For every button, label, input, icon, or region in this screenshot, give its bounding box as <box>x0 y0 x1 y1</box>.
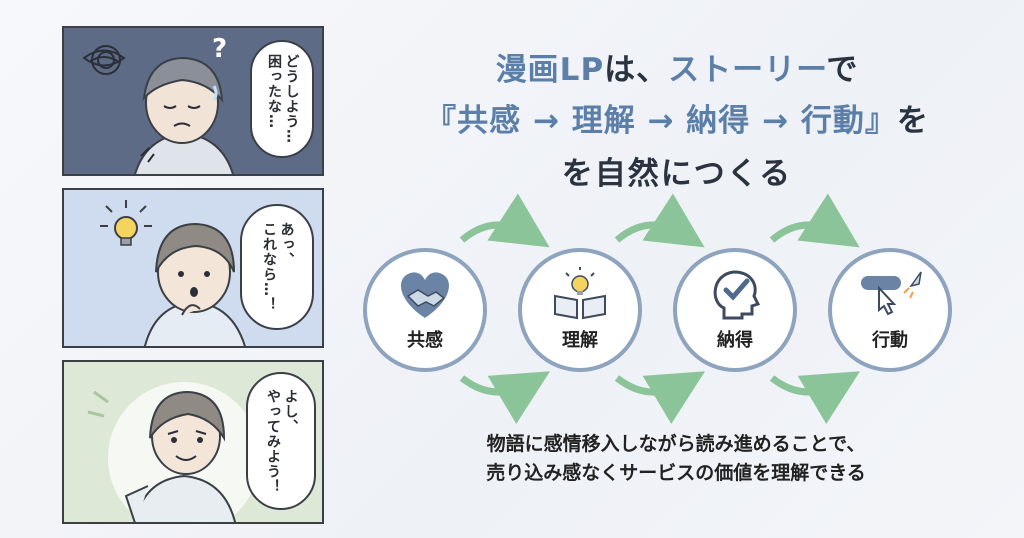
step-label: 共感 <box>407 330 443 351</box>
manga-panel-worried: ? どうしよう… 困ったな… <box>62 26 324 176</box>
speech-bubble-worried: どうしよう… 困ったな… <box>250 40 314 158</box>
step-label: 納得 <box>717 330 753 351</box>
headline-accent-story: ストーリー <box>668 52 827 88</box>
speech-line: あっ、 <box>278 222 295 267</box>
arrow-top-1 <box>459 193 550 248</box>
speech-bubble-decide: よし、 やってみよう！ <box>246 372 316 510</box>
step-conviction: 納得 <box>673 248 797 372</box>
headline-text: を <box>896 103 929 139</box>
speech-text-worried: どうしよう… 困ったな… <box>265 54 300 144</box>
footer-line-1: 物語に感情移入しながら読み進めることで、 <box>486 433 866 455</box>
speech-bubble-idea: あっ、 これなら…！ <box>240 204 314 330</box>
step-action: 行動 <box>828 248 952 372</box>
arrow-bottom-3 <box>769 371 861 424</box>
book-lightbulb-icon <box>554 267 606 320</box>
arrow-bottom-2 <box>614 371 706 424</box>
manga-panel-decide: よし、 やってみよう！ <box>62 360 324 524</box>
speech-text-idea: あっ、 これなら…！ <box>260 222 295 312</box>
arrow-top-2 <box>614 193 705 248</box>
speech-line: やってみよう！ <box>265 388 281 494</box>
footer-line-2: 売り込み感なくサービスの価値を理解できる <box>486 462 866 485</box>
handshake-heart-icon <box>400 272 450 318</box>
headline-accent-manga-lp: 漫画LP <box>495 52 605 88</box>
headline-line-2: 『共感 → 理解 → 納得 → 行動』を <box>352 95 1002 140</box>
footer-caption: 物語に感情移入しながら読み進めることで、 売り込み感なくサービスの価値を理解でき… <box>376 430 976 489</box>
step-label: 行動 <box>872 330 908 351</box>
head-check-icon <box>713 270 761 320</box>
speech-text-decide: よし、 やってみよう！ <box>264 389 299 494</box>
question-mark: ? <box>212 34 228 64</box>
headline-text: で <box>826 52 859 88</box>
speech-line: どうしよう… <box>283 54 300 144</box>
click-rocket-icon <box>861 271 922 316</box>
headline-text: は、 <box>604 52 669 88</box>
step-label: 理解 <box>562 330 598 351</box>
arrow-bottom-1 <box>459 371 551 424</box>
arrow-top-3 <box>769 193 860 248</box>
manga-panel-idea: あっ、 これなら…！ <box>62 188 324 348</box>
speech-line: よし、 <box>282 388 299 434</box>
headline-line-1: 漫画LPは、ストーリーで <box>352 44 1002 89</box>
step-understanding: 理解 <box>518 248 642 372</box>
lightbulb-icon <box>100 200 152 246</box>
speech-line: 困ったな… <box>266 54 282 129</box>
speech-line: これなら…！ <box>261 222 277 312</box>
headline: 漫画LPは、ストーリーで 『共感 → 理解 → 納得 → 行動』を を自然につく… <box>352 44 1002 193</box>
step-empathy: 共感 <box>363 248 487 372</box>
headline-accent-flow: 『共感 → 理解 → 納得 → 行動』 <box>425 103 897 139</box>
headline-line-3: を自然につくる <box>561 156 793 192</box>
